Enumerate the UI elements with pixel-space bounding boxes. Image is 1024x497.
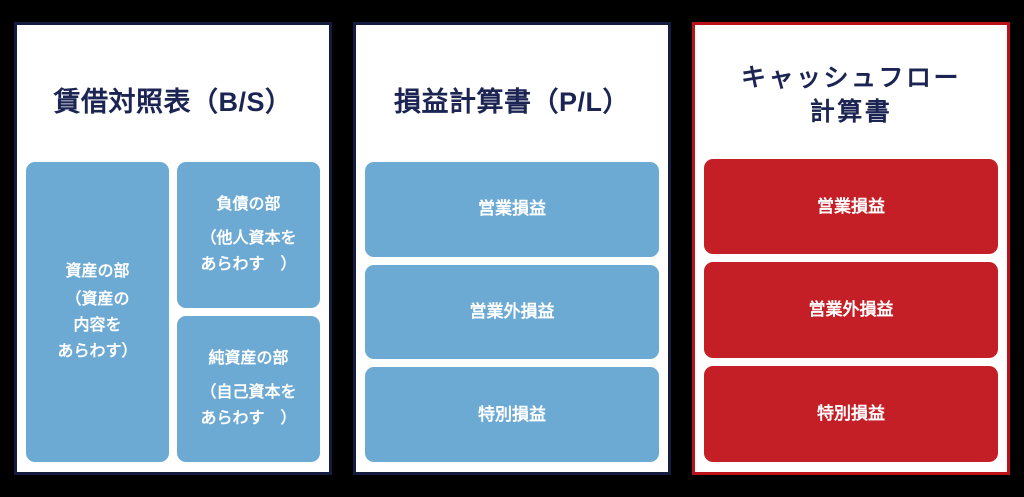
- box-liabilities-heading: 負債の部: [216, 196, 281, 213]
- box-label: 営業外損益: [808, 300, 894, 320]
- box-liabilities[interactable]: 負債の部 （他人資本を あらわす ）: [177, 161, 320, 308]
- box-label: 営業損益: [817, 196, 885, 216]
- panel-balance-sheet: 賃借対照表（B/S） 資産の部 （資産の 内容を あらわす） 負債の部 （他人資…: [14, 22, 332, 475]
- box-label: 特別損益: [478, 404, 546, 424]
- box-assets-note-line-1: （資産の: [65, 291, 130, 308]
- panel-profit-loss: 損益計算書（P/L） 営業損益 営業外損益 特別損益: [353, 22, 671, 475]
- panel-title-cash-flow-line-2: 計算書: [809, 97, 893, 126]
- panel-title-cash-flow: キャッシュフロー 計算書: [695, 46, 1007, 138]
- box-operating-income-pl[interactable]: 営業損益: [365, 161, 659, 257]
- box-extraordinary-income-pl[interactable]: 特別損益: [365, 367, 659, 463]
- box-assets-note-line-3: あらわす）: [57, 342, 138, 360]
- box-assets-heading: 資産の部: [65, 263, 130, 281]
- box-label: 営業損益: [478, 199, 546, 219]
- box-extraordinary-income-cf[interactable]: 特別損益: [704, 366, 998, 462]
- profit-loss-body: 営業損益 営業外損益 特別損益: [356, 161, 668, 472]
- box-net-assets[interactable]: 純資産の部 （自己資本を あらわす ）: [177, 315, 320, 462]
- box-non-operating-income-cf[interactable]: 営業外損益: [704, 262, 998, 359]
- box-operating-income-cf[interactable]: 営業損益: [704, 158, 998, 255]
- balance-sheet-liabilities-column: 負債の部 （他人資本を あらわす ） 純資産の部 （自己資本を あらわす ）: [177, 161, 320, 462]
- box-non-operating-income-pl[interactable]: 営業外損益: [365, 264, 659, 360]
- cash-flow-body: 営業損益 営業外損益 特別損益: [695, 158, 1007, 473]
- panel-title-balance-sheet: 賃借対照表（B/S）: [53, 86, 293, 117]
- box-label: 営業外損益: [469, 302, 555, 322]
- box-liabilities-note-line-2: あらわす ）: [200, 255, 297, 273]
- panel-title-profit-loss: 損益計算書（P/L）: [393, 86, 630, 117]
- box-assets-note-line-2: 内容を: [73, 316, 122, 334]
- panel-title-cash-flow-line-1: キャッシュフロー: [740, 64, 961, 92]
- box-net-assets-note-line-1: （自己資本を: [200, 384, 297, 401]
- box-assets[interactable]: 資産の部 （資産の 内容を あらわす）: [26, 161, 169, 462]
- box-net-assets-heading: 純資産の部: [208, 350, 289, 368]
- panel-cash-flow: キャッシュフロー 計算書 営業損益 営業外損益 特別損益: [692, 22, 1010, 475]
- box-label: 特別損益: [817, 404, 885, 424]
- box-net-assets-note-line-2: あらわす ）: [200, 409, 297, 427]
- box-liabilities-note-line-1: （他人資本を: [200, 229, 297, 247]
- balance-sheet-body: 資産の部 （資産の 内容を あらわす） 負債の部 （他人資本を あらわす ） 純…: [17, 161, 329, 472]
- balance-sheet-assets-column: 資産の部 （資産の 内容を あらわす）: [26, 161, 169, 462]
